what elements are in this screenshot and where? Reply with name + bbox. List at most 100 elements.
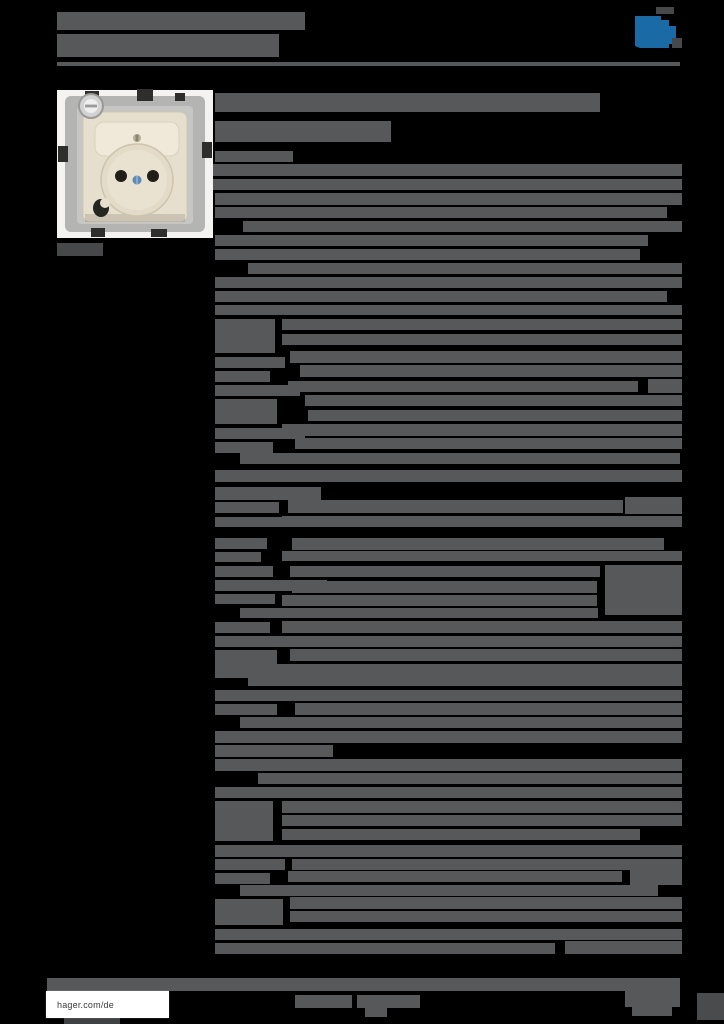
header-redacted-line <box>57 12 305 30</box>
body-redacted-line <box>292 581 597 593</box>
body-redacted-line <box>215 151 293 162</box>
footer-redacted-line <box>632 1007 672 1016</box>
body-redacted-line <box>282 829 640 840</box>
body-redacted-line <box>215 235 648 246</box>
body-redacted-line <box>215 470 682 482</box>
body-redacted-line <box>295 438 682 449</box>
title-redacted-line <box>215 93 600 112</box>
body-redacted-line <box>248 664 682 686</box>
footer-redacted-line <box>625 978 680 1007</box>
title-redacted-line <box>215 121 391 142</box>
socket-hole-right <box>147 170 159 182</box>
body-redacted-line <box>215 580 327 591</box>
body-redacted-line <box>282 815 682 826</box>
body-redacted-line <box>215 731 682 743</box>
body-redacted-line <box>565 941 682 954</box>
body-redacted-line <box>215 552 261 562</box>
body-redacted-line <box>215 845 682 857</box>
body-redacted-line <box>215 704 277 715</box>
body-redacted-line <box>215 566 273 577</box>
logo-blue-mark <box>635 16 676 48</box>
body-redacted-line <box>215 277 682 288</box>
body-redacted-line <box>208 179 682 190</box>
body-redacted-line <box>215 801 273 841</box>
body-redacted-line <box>605 565 682 615</box>
body-redacted-line <box>288 871 622 882</box>
body-redacted-line <box>282 319 682 330</box>
footer-redacted-line <box>357 995 420 1008</box>
body-redacted-line <box>288 381 638 392</box>
footer-redacted-line <box>295 995 352 1008</box>
logo-fragment-top <box>656 7 674 14</box>
body-redacted-line <box>215 622 270 633</box>
footer-link-box: hager.com/de <box>46 991 169 1018</box>
body-redacted-line <box>282 595 597 606</box>
body-redacted-line <box>215 899 283 925</box>
body-redacted-line <box>240 608 598 618</box>
body-redacted-line <box>290 897 682 909</box>
body-redacted-line <box>215 442 273 453</box>
body-redacted-line <box>282 801 682 813</box>
body-redacted-line <box>215 636 682 647</box>
body-redacted-line <box>290 649 682 661</box>
body-redacted-line <box>215 943 555 954</box>
body-redacted-line <box>215 207 667 218</box>
body-redacted-line <box>215 873 270 884</box>
body-redacted-line <box>215 193 682 205</box>
body-redacted-line <box>300 365 682 377</box>
body-redacted-line <box>648 379 682 393</box>
body-redacted-line <box>282 424 682 436</box>
body-redacted-line <box>630 869 682 885</box>
body-redacted-line <box>215 502 279 513</box>
body-redacted-line <box>215 249 640 260</box>
footer-site-link[interactable]: hager.com/de <box>57 999 114 1010</box>
header-redacted-line <box>57 62 680 66</box>
body-redacted-line <box>215 305 682 315</box>
body-redacted-line <box>215 319 275 353</box>
body-redacted-line <box>290 351 682 363</box>
body-redacted-line <box>290 911 682 922</box>
image-caption-redacted-line <box>57 243 103 256</box>
body-redacted-line <box>240 453 680 464</box>
body-redacted-line <box>215 357 285 368</box>
body-redacted-line <box>215 487 321 500</box>
body-redacted-line <box>292 859 682 870</box>
body-redacted-line <box>282 551 682 561</box>
body-redacted-line <box>215 594 275 604</box>
hager-logo <box>635 6 689 52</box>
footer-redacted-line <box>697 993 724 1020</box>
body-redacted-line <box>292 538 664 550</box>
body-redacted-line <box>215 859 285 870</box>
body-redacted-line <box>208 164 682 176</box>
body-redacted-line <box>282 516 682 527</box>
header-redacted-line <box>57 34 279 57</box>
body-redacted-line <box>215 291 667 302</box>
footer-redacted-line <box>365 1008 387 1017</box>
body-redacted-line <box>240 717 682 728</box>
body-redacted-line <box>215 690 682 701</box>
body-redacted-line <box>243 221 682 232</box>
body-redacted-line <box>215 929 682 940</box>
product-photo <box>57 89 213 238</box>
body-redacted-line <box>625 497 682 514</box>
body-redacted-line <box>282 621 682 633</box>
body-redacted-line <box>305 395 682 406</box>
footer-redacted-line <box>47 978 625 991</box>
body-redacted-line <box>215 759 682 771</box>
footer-redacted-line <box>64 1018 120 1024</box>
body-redacted-line <box>282 334 682 345</box>
body-redacted-line <box>215 385 300 396</box>
body-redacted-line <box>215 399 277 424</box>
body-redacted-line <box>248 263 682 274</box>
body-redacted-line <box>240 885 658 896</box>
body-redacted-line <box>258 773 682 784</box>
body-redacted-line <box>215 745 333 757</box>
body-redacted-line <box>215 517 285 527</box>
socket-hole-left <box>115 170 127 182</box>
body-redacted-line <box>215 371 270 382</box>
body-redacted-line <box>215 428 305 439</box>
body-redacted-line <box>308 410 682 421</box>
body-redacted-line <box>215 538 267 549</box>
logo-fragment-bottom <box>672 38 682 48</box>
